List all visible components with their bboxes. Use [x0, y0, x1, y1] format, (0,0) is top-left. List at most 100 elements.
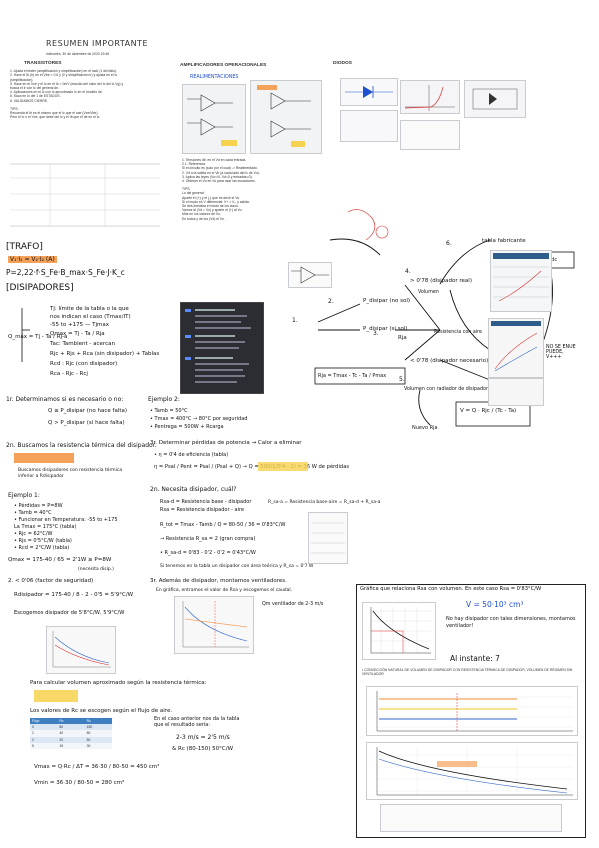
table-cell: 5: [32, 743, 34, 748]
text-line: • Rjs = 0'5°C/W (tabla): [14, 538, 72, 544]
section-transistores: TRANSISTORES 1. Ajusta el tester (amplif…: [10, 61, 124, 120]
text-line: Qmax = Tj - Ta / Rja: [50, 331, 105, 337]
step-4-table-image: [308, 512, 348, 564]
text-line: La Tmax = 175°C (tabla): [14, 524, 77, 530]
text-line: Rjc + Rjs + Rca (sin disipador) + Tablas: [50, 351, 160, 357]
step-4-title: 2n. Necesita disipador, cuál?: [150, 486, 237, 493]
table-note: Los valores de Rc se escogen según el fl…: [30, 708, 173, 714]
text-line: TIPS:: [10, 106, 19, 111]
vmax-formula: Vmax = Q·Rc / ΔT = 36·30 / 80-50 = 450 c…: [34, 764, 160, 770]
diode-image-5: [400, 120, 460, 150]
trafo-heading: [TRAFO]: [6, 242, 43, 252]
example-1-chart-lines: [52, 631, 111, 668]
step-5-chart: [174, 596, 254, 654]
volume-result: V = 50·10³ cm³: [466, 600, 524, 609]
mind-node: Rja = Tmax - Tc - Ta / Pmax: [318, 373, 387, 379]
text-line: nos indican el caso (Tmax/IT): [50, 314, 131, 320]
step-4-lines: Rsa-d = Resistencia base - disipador Rsa…: [160, 498, 251, 514]
table-header-cell: Rc: [86, 719, 91, 723]
step-4-note: Si tenemos en la tabla un disipador con …: [160, 564, 314, 569]
transistor-table-lines: [10, 163, 160, 227]
text-line: Peor el Ic o el Vce, que debe del Ic y e…: [10, 115, 101, 120]
step-4-r2: → Resistencia R_sa = 2 (gran compra): [160, 536, 256, 542]
table-cell: 2: [32, 737, 34, 742]
diode-image-3: [400, 80, 460, 114]
date-line: miércoles, 30 de diciembre de 2020 19:46: [46, 52, 110, 56]
text-line: • Tamb = 40°C: [14, 510, 52, 516]
table-row: 0 80 150: [30, 724, 112, 731]
text-line: 2. Vd a la salida en el Vo (a cada lado …: [182, 170, 260, 175]
opamp-circuit-drawing: [187, 94, 237, 146]
amp-subtitle: REALIMENTACIONES: [190, 75, 239, 80]
mind-node: Resistencia con aire: [434, 330, 482, 335]
step-1-title: 1r. Determinamos si es necesario o no:: [6, 396, 124, 403]
step-5-title: 3r. Además de disipador, montamos ventil…: [150, 578, 287, 584]
example-1-c: 2. < 0'06 (factor de seguridad): [8, 578, 94, 584]
table-cell: 50: [86, 737, 91, 742]
step-3-title: 3r. Determinar pérdidas de potencia → Ca…: [150, 440, 302, 446]
example-1-lines: • Pérdidas = P=8W • Tamb = 40°C • Funcio…: [14, 503, 118, 552]
text-line: 6. VALIDAMOS CIERRE.: [10, 98, 48, 103]
text-line: TIPS:: [182, 187, 191, 192]
mind-node: > 0'78 (disipador real): [410, 278, 472, 284]
diode-image-2: [340, 110, 398, 142]
mind-number: 4.: [405, 268, 411, 275]
text-line: Vamos al (Vd = Vo) y aparte el (+) al Vo…: [182, 208, 243, 213]
text-line: 4. Aplicaciones en el Ic con Ic aproxima…: [10, 90, 103, 95]
text-line: 3. Hace en el Vce y el Ic en el Ib = 0mV…: [10, 81, 124, 86]
text-line: • Pérdidas = P=8W: [14, 503, 63, 509]
table-cell: 0: [32, 725, 34, 730]
text-line: 4. Obtener el Vo en Vo para usar las ecu…: [182, 179, 256, 184]
text-line: • Tamb = 50°C: [150, 408, 188, 414]
mind-node: tabla fabricante: [482, 238, 526, 244]
fabricante-chart-image: [488, 318, 544, 378]
opamp-circuit-drawing-2: [257, 85, 311, 147]
volume-note-highlight: [34, 690, 78, 702]
diode-image-1: [340, 78, 398, 106]
airflow-chart-2-lines: [376, 747, 573, 796]
airflow-chart-1-lines: [376, 691, 573, 732]
text-line: • Rjc = 62°C/W: [14, 531, 53, 537]
text-line: • Funcionar en Temperatura: -55 to +175: [14, 517, 118, 523]
text-line: 3. Aplica las leyes (Vo=Vi, Vd=0 y entra…: [182, 174, 253, 179]
mind-node: P_disipar (si sol): [363, 326, 408, 332]
q-formula: Q_máx = Tj - Ta / Rj-a: [8, 334, 68, 340]
fabricante-table-image: [490, 250, 552, 312]
text-line: Si el modo es V diferencial: V+ = V-, y …: [182, 199, 250, 204]
text-line: Tac: Tambient - acercan: [50, 341, 115, 347]
text-line: 2.1. Referencia.: [182, 162, 206, 167]
transistor-table: [10, 160, 160, 230]
text-line: -55 to +175 — Tjmax: [50, 322, 109, 328]
table-cell: 80: [86, 731, 91, 736]
text-line: Tj: límite de la tabla o la que: [50, 306, 129, 312]
mind-node: Volumen: [418, 290, 439, 295]
table-row: 1 40 80: [30, 730, 112, 737]
example-1-title: Ejemplo 1:: [8, 492, 40, 499]
text-line: Si el circuito es (solo por el cual) -> …: [182, 166, 258, 171]
mind-number: 2.: [328, 298, 334, 305]
opamp-circuit-image: [182, 84, 246, 154]
volume-note: Para calcular volumen aproximado según l…: [30, 680, 207, 686]
text-line: Más en los valores de Vo.: [182, 212, 221, 217]
table-cell: 20: [59, 737, 64, 742]
table-header-cell: Flujo: [32, 719, 40, 723]
table-cell: 40: [59, 731, 64, 736]
diode-image-4: [464, 80, 526, 118]
text-line: Rsa = Resistencia disipador - aire: [160, 507, 244, 513]
opamp-sketch: [288, 262, 332, 288]
text-line: 1. Tensiones dif. en el Vd en cada entra…: [182, 158, 247, 162]
mind-node: Nuevo Rja: [412, 425, 438, 431]
text-line: busca el Ir con Ic del general de.: [10, 86, 60, 91]
flow-table: Flujo Rc Rc 0 80 150 1 40 80 2 20 50 5 1…: [30, 718, 112, 750]
diode-curve: [404, 85, 455, 111]
step-3-formula: η = Psal / Pent = Psal / (Psal + Q) → Q …: [154, 464, 350, 470]
step-1-b: Q > P_disipar (si hace falta): [48, 420, 125, 426]
step-5-chart-lines: [182, 601, 249, 648]
mind-node: Volumen con radiador de disipador: [404, 387, 488, 392]
example-2-title: Ejemplo 2:: [148, 396, 180, 403]
section-diodos: DIODOS: [333, 61, 352, 66]
diode-circuit: [472, 88, 518, 110]
example-2-lines: • Tamb = 50°C • Tmax = 400°C → 80°C por …: [150, 407, 247, 431]
volume-chart-image: [362, 602, 436, 660]
range-value: 2-3 m/s = 2'5 m/s: [176, 734, 230, 741]
